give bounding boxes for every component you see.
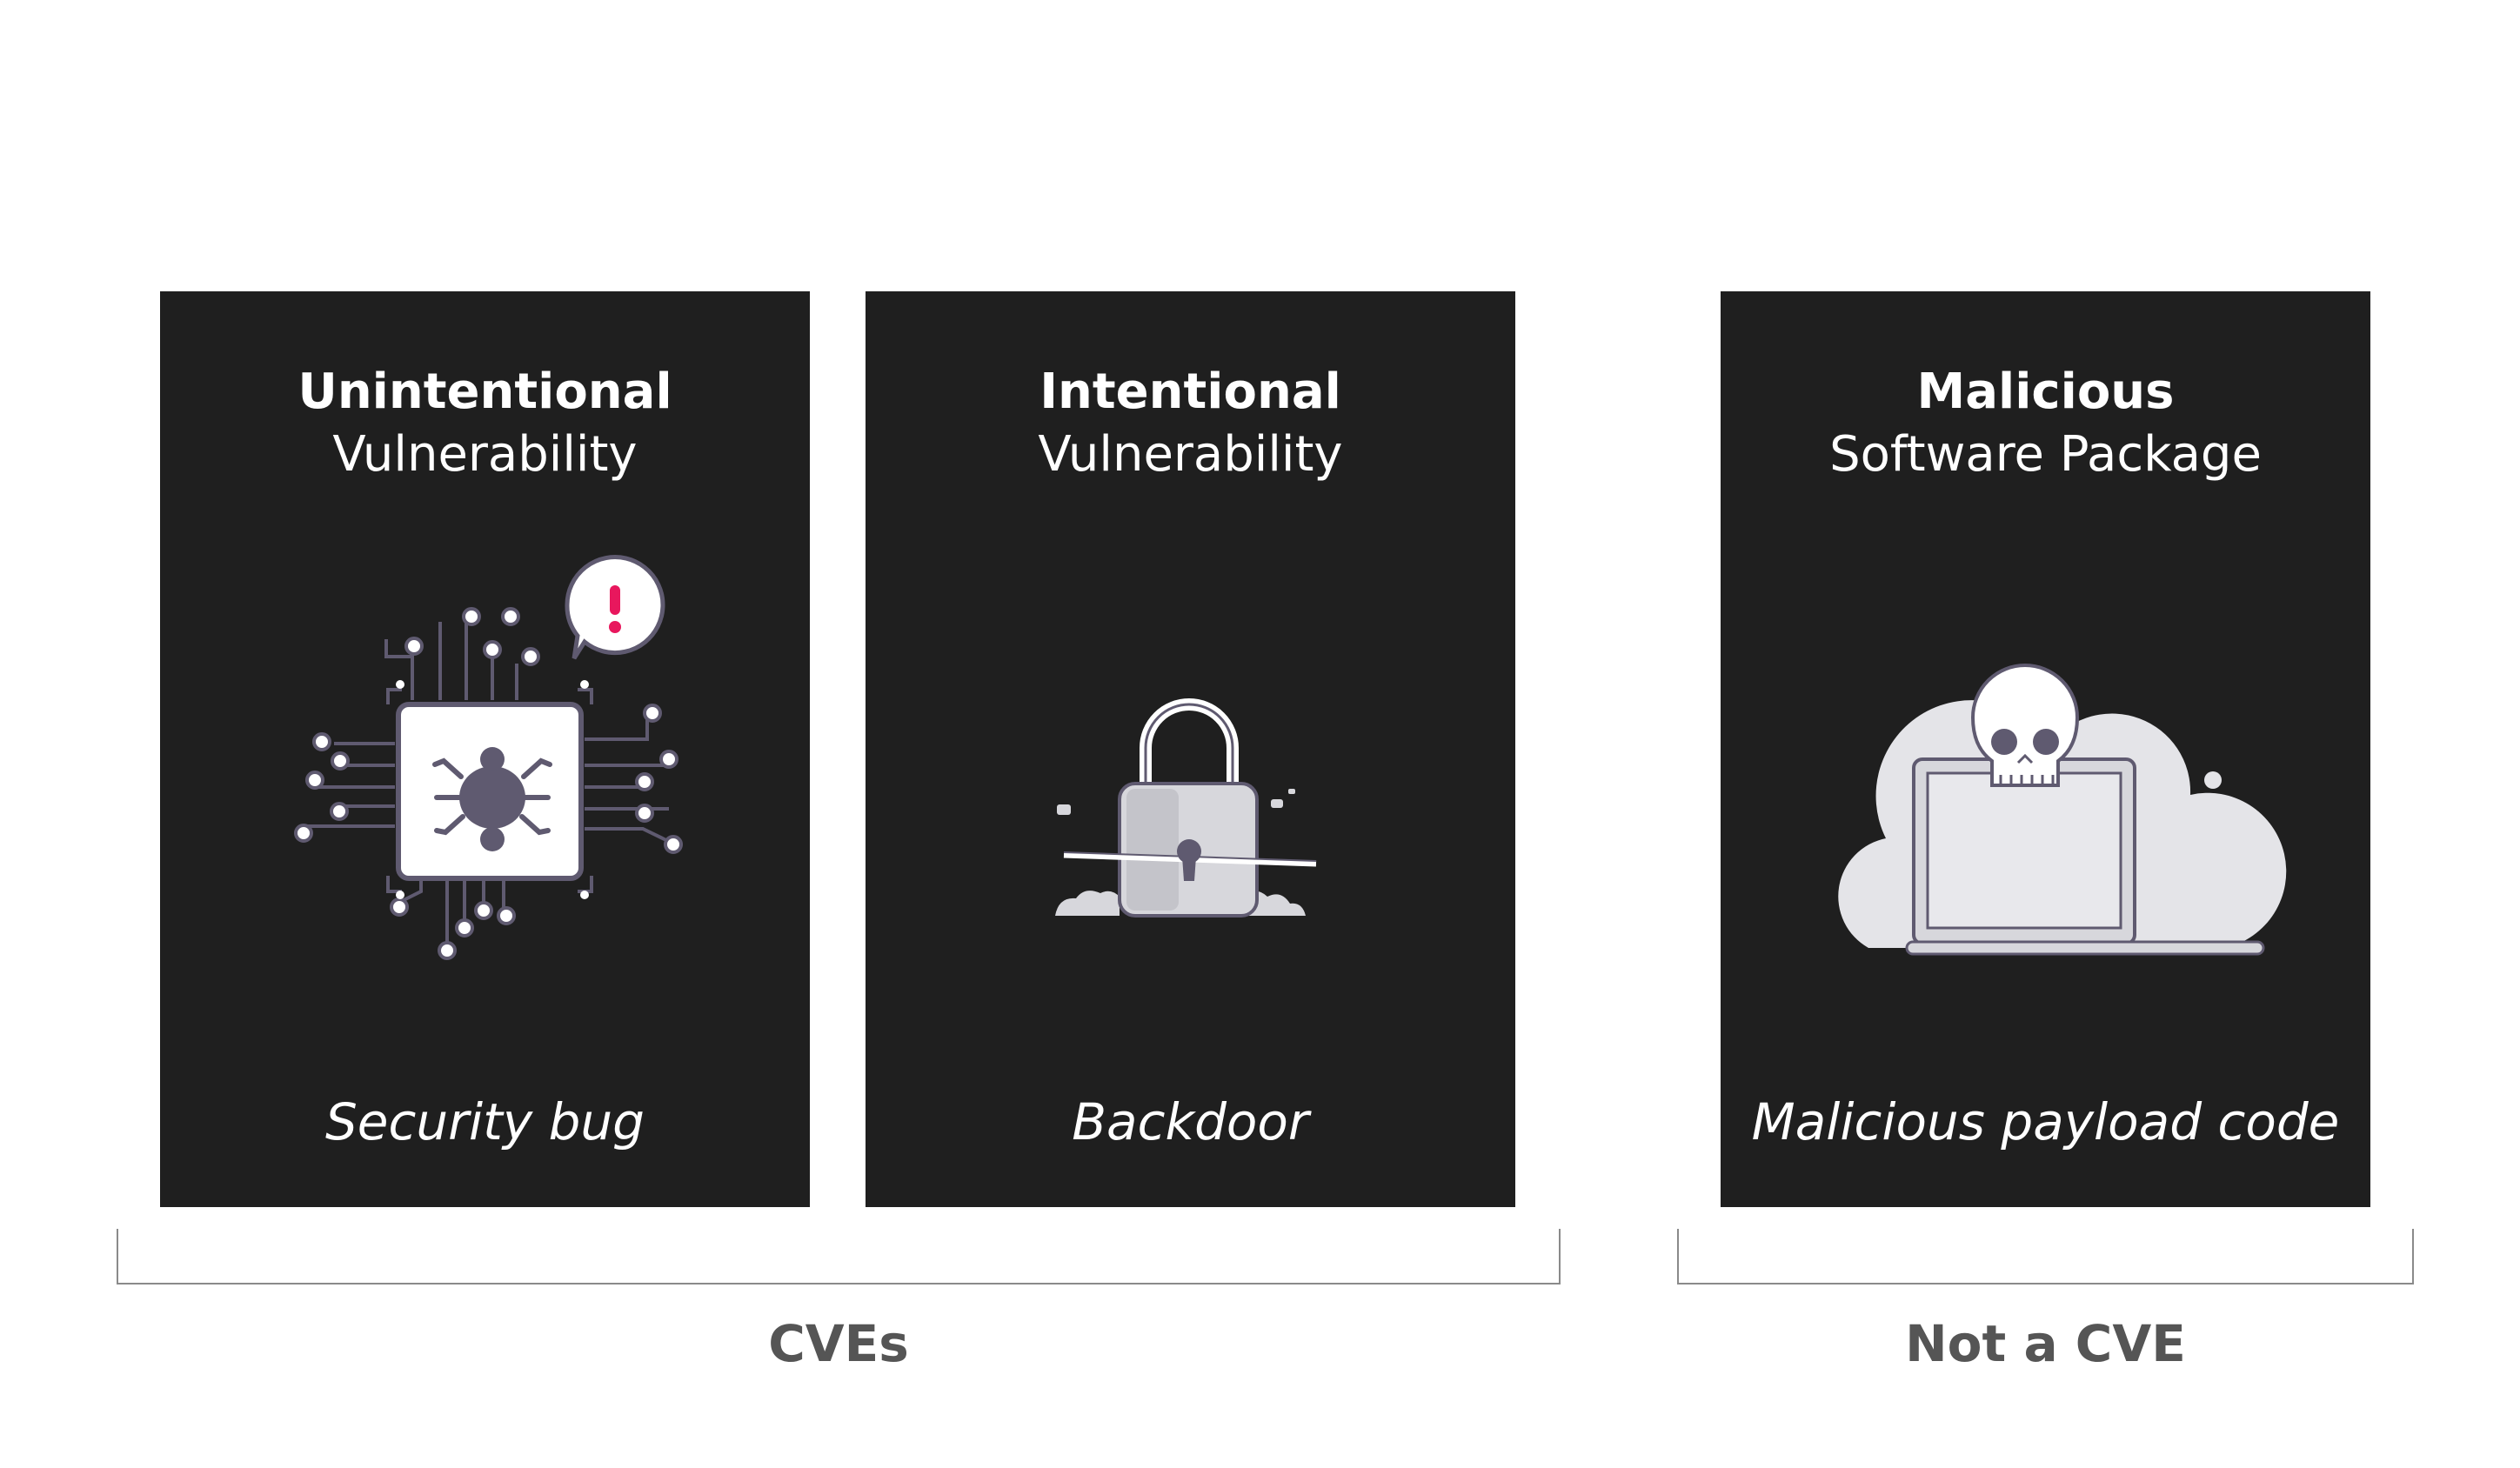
card-title: Intentional Vulnerability [866,361,1515,486]
card-unintentional-vulnerability: Unintentional Vulnerability [160,291,810,1207]
group-label-cves: CVEs [768,1314,909,1373]
card-caption: Security bug [324,1092,645,1151]
card-title-strong: Intentional [1039,364,1341,420]
card-title: Malicious Software Package [1721,361,2370,486]
bug-on-chip-icon [294,555,683,960]
broken-padlock-icon [1055,698,1317,918]
group-bracket-not-a-cve [1677,1229,2414,1284]
card-caption: Backdoor [1072,1092,1309,1151]
card-title-light: Vulnerability [332,426,638,483]
card-title-strong: Malicious [1916,364,2175,420]
card-title-light: Software Package [1829,426,2262,483]
group-bracket-cves [117,1229,1561,1284]
card-caption: Malicious payload code [1751,1092,2340,1151]
card-title-light: Vulnerability [1038,426,1343,483]
group-label-not-a-cve: Not a CVE [1905,1314,2186,1373]
card-title: Unintentional Vulnerability [160,361,810,486]
card-title-strong: Unintentional [297,364,672,420]
card-intentional-vulnerability: Intentional Vulnerability Backdoor [866,291,1515,1207]
card-malicious-software-package: Malicious Software Package Malicious pay… [1721,291,2370,1207]
skull-laptop-cloud-icon [1838,664,2287,956]
